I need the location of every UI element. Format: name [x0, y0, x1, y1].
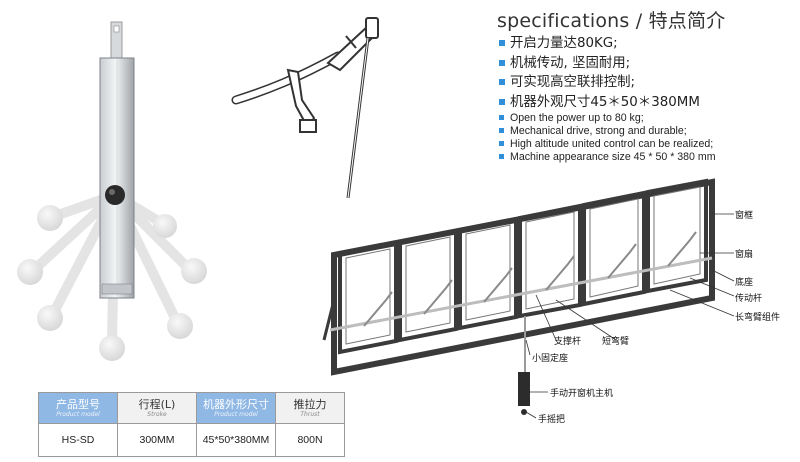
label-drive-rod: 传动杆 [735, 294, 763, 304]
header-thrust: 推拉力 Thrust [275, 392, 345, 424]
spec-title: specifications / 特点简介 [497, 10, 726, 32]
spec-table: 产品型号 Product model 行程(L) Stroke 机器外形尺寸 P… [38, 392, 345, 457]
table-row: HS-SD 300MM 45*50*380MM 800N [38, 423, 345, 457]
cell-thrust: 800N [275, 423, 345, 457]
label-base: 底座 [735, 278, 754, 288]
list-item: High altitude united control can be real… [499, 138, 716, 151]
header-stroke: 行程(L) Stroke [117, 392, 197, 424]
list-item: 可实现高空联排控制; [499, 73, 700, 93]
window-sash [458, 216, 518, 331]
header-product-model: 产品型号 Product model [38, 392, 118, 424]
label-support-rod: 支撑杆 [554, 337, 582, 347]
window-sash [582, 190, 646, 307]
list-item: 机器外观尺寸45＊50＊380MM [499, 93, 700, 113]
opener-product-image [17, 21, 207, 361]
table-header-row: 产品型号 Product model 行程(L) Stroke 机器外形尺寸 P… [38, 392, 345, 424]
arm-detail-drawing [231, 17, 379, 199]
window-sash [518, 203, 582, 319]
header-dimensions: 机器外形尺寸 Product model [196, 392, 276, 424]
label-small-mount: 小固定座 [532, 354, 569, 364]
drive-rod [329, 256, 713, 332]
cell-stroke: 300MM [117, 423, 197, 457]
features-cn-list: 开启力量达80KG; 机械传动, 坚固耐用; 可实现高空联排控制; 机器外观尺寸… [499, 34, 700, 112]
cell-dimensions: 45*50*380MM [196, 423, 276, 457]
list-item: 机械传动, 坚固耐用; [499, 54, 700, 74]
window-sash [398, 228, 458, 343]
list-item: Mechanical drive, strong and durable; [499, 125, 716, 138]
manual-opener-unit [518, 372, 530, 406]
window-sash [338, 240, 398, 355]
features-en-list: Open the power up to 80 kg; Mechanical d… [499, 112, 716, 164]
label-manual-opener: 手动开窗机主机 [550, 389, 614, 399]
label-long-arm-assembly: 长弯臂组件 [735, 313, 781, 323]
cell-model: HS-SD [38, 423, 118, 457]
list-item: 开启力量达80KG; [499, 34, 700, 54]
label-window-frame: 窗框 [735, 211, 754, 221]
window-sash [646, 178, 708, 294]
label-hand-crank: 手摇把 [538, 415, 566, 425]
label-window-sash: 窗扇 [735, 250, 754, 260]
list-item: Open the power up to 80 kg; [499, 112, 716, 125]
list-item: Machine appearance size 45 * 50 * 380 mm [499, 151, 716, 164]
label-short-arm: 短弯臂 [602, 337, 630, 347]
